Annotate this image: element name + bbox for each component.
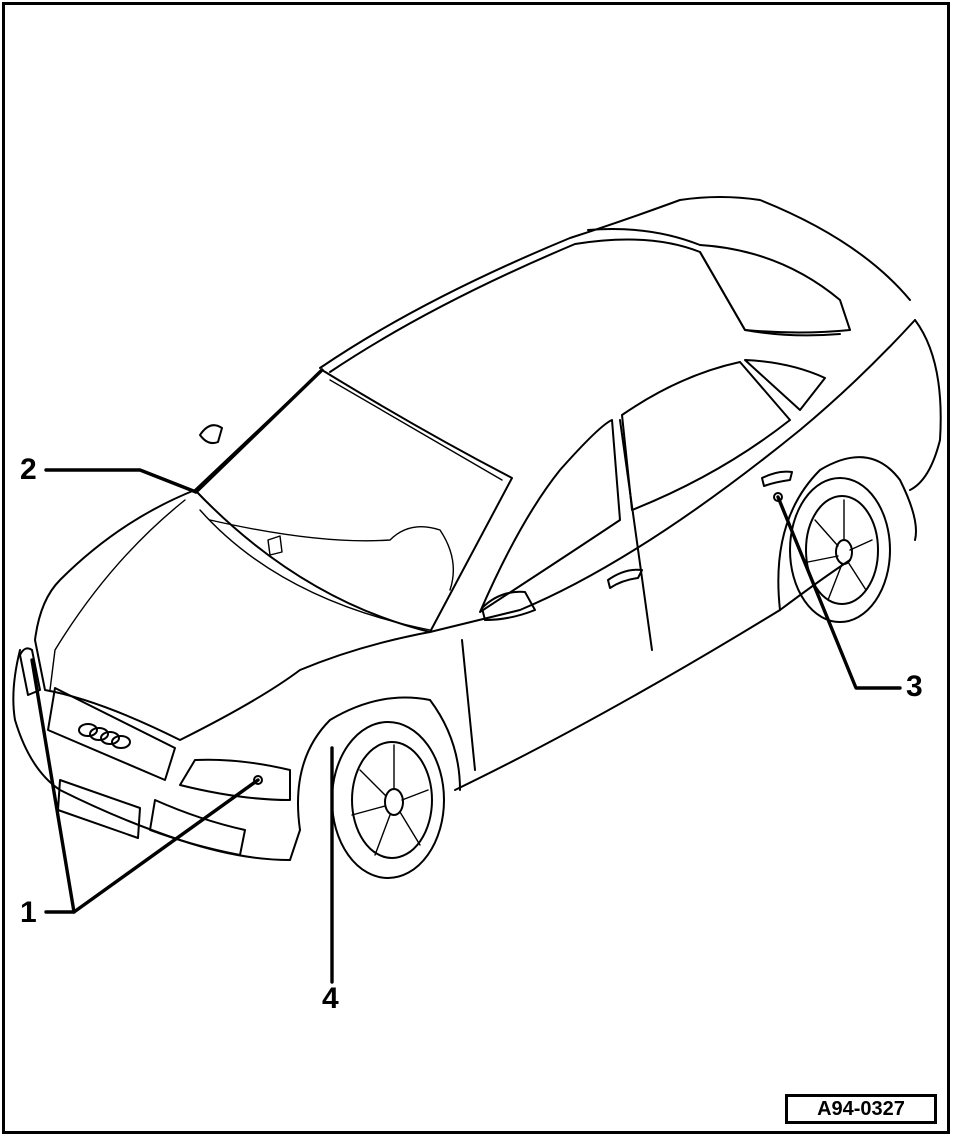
hood-crease-right (199, 509, 431, 631)
rear-quarter (909, 319, 942, 491)
logo-rings (78, 723, 131, 749)
side-mirror (481, 590, 536, 621)
hood (34, 489, 431, 741)
callout-4: 4 (322, 982, 339, 1015)
leader-line-2 (44, 468, 198, 494)
windshield (194, 369, 513, 633)
rain-sensor (267, 535, 283, 556)
door-handle-rear (761, 470, 793, 487)
roof-outline (319, 196, 911, 369)
callout-3: 3 (906, 670, 923, 703)
rear-quarter-window (744, 359, 826, 411)
rear-side-window (621, 361, 791, 511)
dashboard (209, 519, 455, 591)
callout-2: 2 (20, 453, 37, 486)
car-body (12, 196, 942, 879)
headlight-right (179, 758, 291, 801)
antenna (199, 424, 223, 445)
windshield-inner (329, 379, 503, 481)
callout-1: 1 (20, 896, 37, 929)
sensor-point-1 (253, 775, 263, 785)
license-plate (57, 779, 141, 839)
front-fascia (12, 649, 301, 861)
front-side-window (479, 419, 621, 613)
antenna-line (194, 368, 324, 494)
lower-intake (149, 799, 246, 856)
side-beltline (429, 319, 916, 633)
roof-inner-line (329, 238, 841, 373)
front-door-rear-edge (461, 639, 476, 771)
rear-fender (777, 456, 917, 611)
door-divider (619, 419, 653, 651)
leader-lines (30, 368, 902, 984)
door-handle-front (607, 568, 643, 589)
rear-window (587, 228, 851, 334)
rear-wheel (789, 477, 891, 623)
side-lower-sill (454, 559, 851, 791)
front-wheel (331, 721, 445, 879)
reference-code-box: A94-0327 (785, 1094, 937, 1124)
leader-line-1b (72, 778, 260, 914)
grille (47, 687, 176, 781)
leader-line-3 (776, 495, 902, 690)
front-fender (297, 696, 461, 831)
hood-crease (49, 499, 186, 691)
headlight-left (19, 647, 41, 696)
